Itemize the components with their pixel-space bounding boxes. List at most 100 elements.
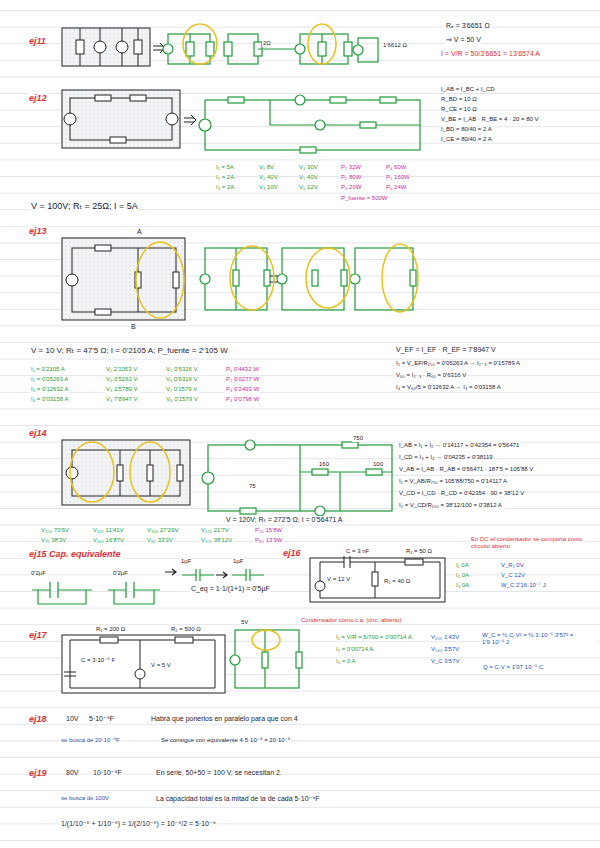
- hand-circuit: [270, 100, 420, 125]
- highlight-circle: [308, 24, 336, 64]
- hand-circuit: [277, 274, 287, 284]
- exercise-heading: ej14: [28, 428, 48, 438]
- circuit-screenshot: [66, 467, 78, 479]
- hand-circuit: [315, 506, 325, 516]
- component-value: 75: [248, 483, 257, 490]
- handwritten-note: 10V: [65, 715, 79, 723]
- hand-circuit: [240, 508, 256, 514]
- circuit-screenshot: [310, 556, 445, 602]
- circuit-screenshot: [372, 572, 378, 586]
- handwritten-note: V₁₂₀ 11'41V: [92, 527, 125, 534]
- highlight-circle: [230, 246, 274, 310]
- circuit-screenshot: [95, 309, 111, 315]
- circuit-screenshot: [116, 41, 128, 53]
- component-value: R₂ = 500 Ω: [170, 626, 202, 633]
- hand-circuit: [344, 42, 352, 56]
- circuit-screenshot: [62, 90, 180, 148]
- handwritten-note: I_BD = 80/40 = 2 A: [440, 126, 493, 133]
- highlight-circle: [252, 630, 280, 650]
- handwritten-note: V_C 12V: [500, 572, 526, 579]
- circuit-screenshot: [62, 90, 180, 148]
- handwritten-note: V₁ 8V: [258, 164, 275, 171]
- handwritten-note: V_BE = I_AB · R_BE = 4 · 20 = 80 V: [440, 116, 540, 123]
- handwritten-note: I₄ = V₆₀/5 = 0'12632 A → I₃ = 0'03158 A: [395, 384, 502, 391]
- handwritten-note: I_CE = 80/40 = 2 A: [440, 136, 493, 143]
- circuit-screenshot: [110, 137, 126, 143]
- hand-circuit: [295, 44, 305, 54]
- handwritten-note: 80V: [65, 769, 79, 777]
- circuit-screenshot: [70, 98, 172, 140]
- circuit-screenshot: [147, 465, 153, 481]
- handwritten-note: V = 100V; Rₜ = 25Ω; I = 5A: [30, 201, 139, 211]
- hand-circuit: [300, 445, 392, 511]
- highlight-circle: [183, 24, 217, 64]
- component-value: C = 3·10⁻⁶ F: [80, 657, 116, 664]
- circuit-screenshot: [62, 28, 150, 66]
- hand-circuit: [295, 95, 305, 105]
- highlight-circle: [136, 242, 418, 318]
- handwritten-note: V₁₀₀ 21'7V: [200, 527, 230, 534]
- handwritten-note: V₂₅₀ 70'6V: [40, 527, 70, 534]
- handwritten-note: V₂ 40V: [258, 174, 279, 181]
- handwritten-note: V₇₅ 38'3V: [40, 537, 67, 544]
- handwritten-note: P₆ 24W: [385, 184, 407, 191]
- handwritten-note: V_R₁ 0V: [500, 562, 525, 569]
- capacitor-sketch: [216, 572, 227, 578]
- handwritten-note: I = V/R = 50/3'6651 = 13'6574 A: [440, 50, 541, 58]
- circuit-screenshot: [62, 238, 185, 320]
- hand-circuit: [230, 655, 240, 665]
- circuit-screenshot: [62, 440, 190, 505]
- handwritten-note: V₂ 0'5263 V: [105, 376, 139, 383]
- handwritten-note: V₁₆₀ 16'87V: [92, 537, 125, 544]
- handwritten-note: se busca de 20·10⁻⁹F: [60, 737, 121, 744]
- circuit-screenshot: [175, 637, 193, 643]
- exercise-heading: ej11: [28, 36, 47, 46]
- handwritten-note: I₂ = 2A: [215, 174, 235, 181]
- component-value: 1µF: [180, 558, 192, 565]
- hand-circuit: [366, 469, 382, 475]
- handwritten-note: V₅ 40V: [298, 174, 319, 181]
- hand-circuit: [235, 630, 299, 688]
- component-value: 1'6612 Ω: [382, 42, 408, 49]
- hand-circuit: [208, 445, 392, 511]
- handwritten-note: V₅₀₀ 3'57V: [430, 646, 460, 653]
- handwritten-note: I₃ = 0 A: [335, 658, 357, 665]
- exercise-heading: ej13: [28, 226, 48, 236]
- handwritten-note: R_CE = 10 Ω: [440, 106, 478, 113]
- handwritten-note: Q = C·V = 1'07·10⁻⁵ C: [482, 664, 544, 671]
- component-value: R₂ = 40 Ω: [383, 578, 411, 585]
- circuit-screenshot: [95, 245, 111, 251]
- handwritten-note: I_AB = I₁ + I₂ → 0'14117 + 0'42354 = 0'5…: [398, 442, 520, 449]
- handwritten-note: V₈₀ 33'3V: [146, 537, 174, 544]
- component-value: A: [136, 228, 143, 236]
- capacitor-sketch: [182, 569, 214, 581]
- handwritten-note: I₁ = V/R = 5/700 = 0'00714 A: [335, 634, 413, 641]
- handwritten-note: P₂ 80W: [340, 174, 362, 181]
- hand-circuit: [163, 44, 173, 54]
- handwritten-note: En DC el condensador se comporta como ci…: [470, 536, 584, 550]
- exercise-heading: ej17: [28, 630, 48, 640]
- component-value: 0'2µF: [30, 570, 47, 577]
- component-value: 100: [372, 461, 384, 468]
- circuit-screenshot: [70, 640, 215, 688]
- handwritten-note: Condensador como c.a. (circ. abierto): [300, 617, 402, 624]
- handwritten-note: I₃ = 0'12632 A: [30, 386, 69, 393]
- handwritten-note: se busca de 100V: [60, 795, 110, 802]
- handwritten-note: I₁ = V_AB/R₇₅₀ = 105'88/750 = 0'14117 A: [398, 478, 508, 485]
- highlight-circle: [382, 244, 418, 312]
- handwritten-note: V = 120V; Rₜ = 272'5 Ω; I = 0'56471 A: [225, 516, 344, 524]
- handwritten-note: Rₑ = 3'6651 Ω: [445, 22, 491, 30]
- handwritten-note: V₁₀₀ 38'12V: [200, 537, 233, 544]
- hand-circuit: [330, 97, 346, 103]
- highlight-circle: [306, 248, 350, 308]
- capacitor-sketch: [165, 569, 176, 575]
- hand-circuit: [350, 274, 360, 284]
- handwritten-note: P₄ 60W: [385, 164, 407, 171]
- handwritten-note: I₂ = V_EF/R₁₅₀ = 0'05263 A → I₂₋₃ = 0'15…: [395, 360, 521, 367]
- component-value: 0'2µF: [112, 570, 129, 577]
- circuit-screenshot: [177, 465, 183, 481]
- component-value: R₁ = 200 Ω: [95, 626, 126, 633]
- exercise-heading: ej16: [282, 548, 302, 558]
- highlight-circle: [252, 630, 280, 650]
